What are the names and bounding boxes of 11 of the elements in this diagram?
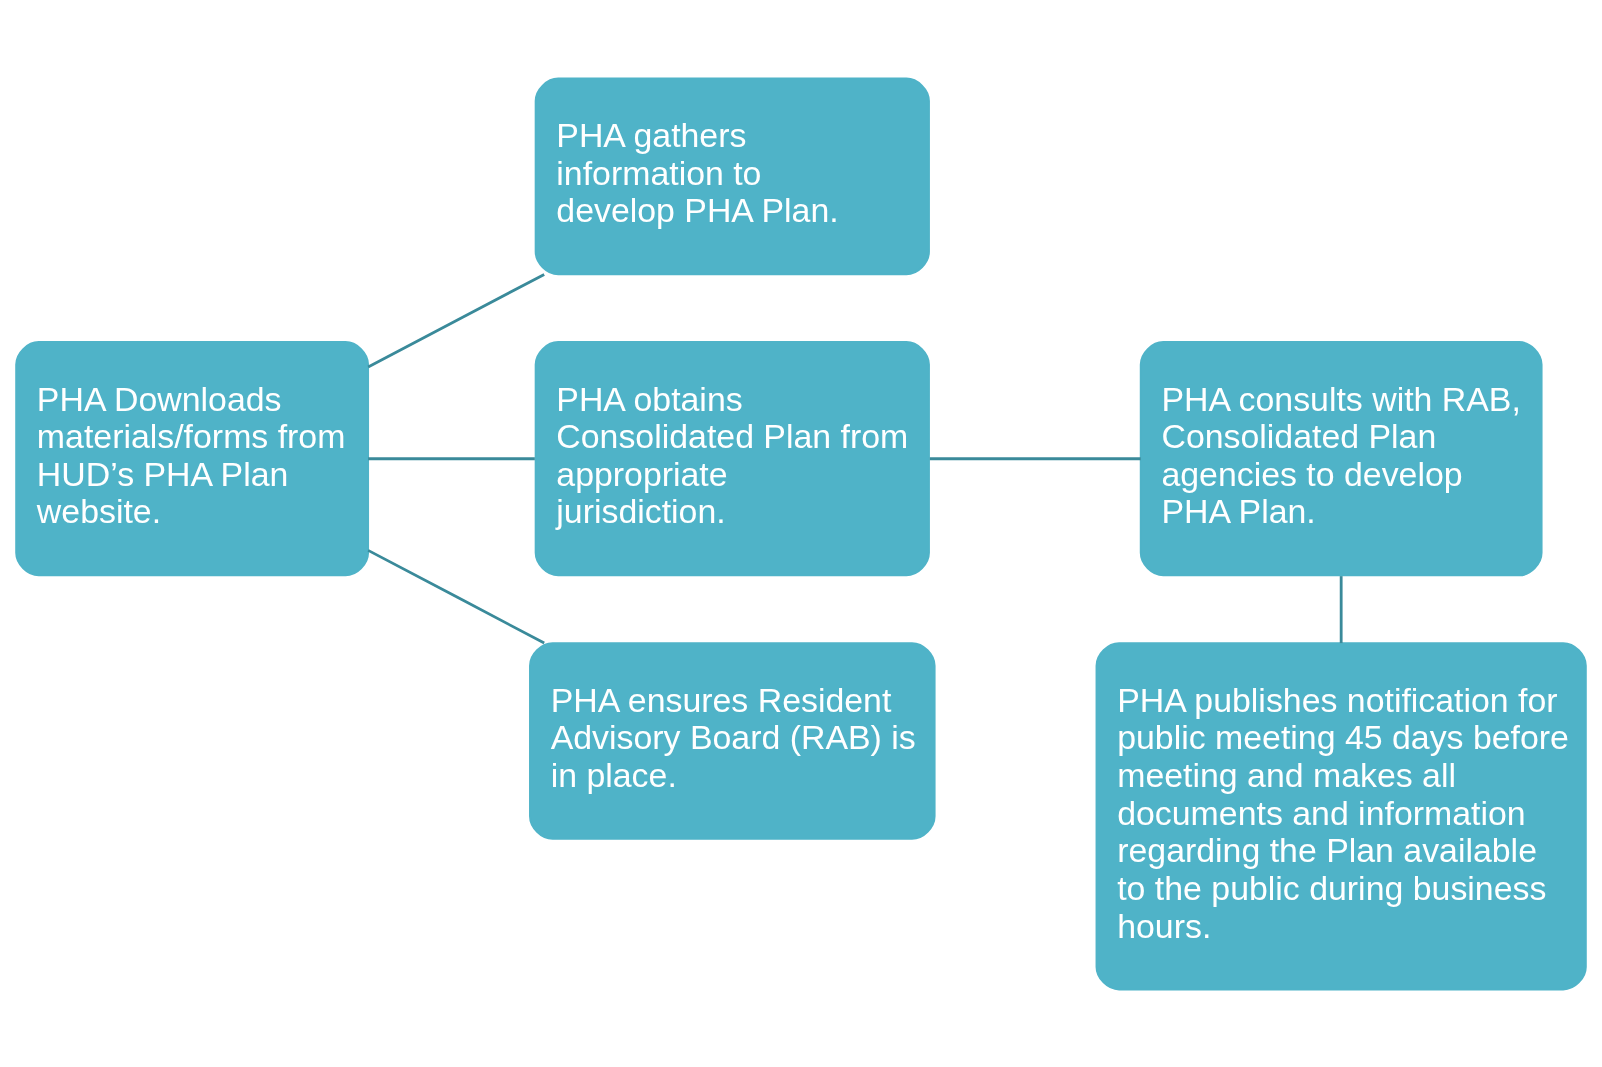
connector [929,456,1141,460]
connector [367,548,545,644]
node-box: PHA gathers information to develop PHA Plan. [534,77,930,275]
node-box: PHA ensures Resident Advisory Board (RAB) is in place. [529,641,936,840]
node-box: PHA consults with RAB, Consolidated Plan agencies to develop PHA Plan. [1139,340,1543,576]
connector [367,272,545,368]
connector [1339,575,1343,643]
node-box: PHA publishes notification for public meeting 45 days before meeting and makes all documents and information regarding the Plan available to the public during business hours. [1095,641,1587,990]
connector [368,456,535,460]
node-box: PHA Downloads materials/forms from HUD’s PHA Plan website. [15,340,370,576]
node-box: PHA obtains Consolidated Plan from appropriate jurisdiction. [534,340,930,576]
